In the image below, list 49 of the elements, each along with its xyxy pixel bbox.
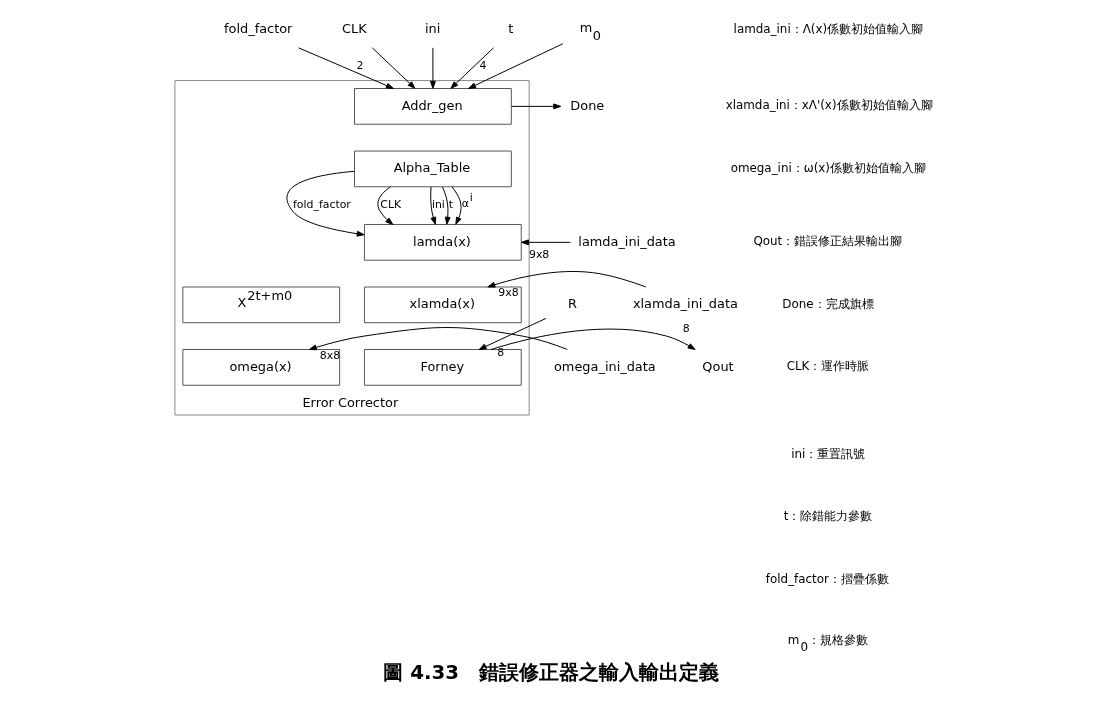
node-text: Done bbox=[570, 97, 605, 113]
node-text: fold_factor bbox=[224, 21, 293, 37]
edge-label: 9x8 bbox=[528, 247, 550, 261]
edge-label: t bbox=[448, 198, 454, 212]
node-text: Qout bbox=[702, 358, 734, 374]
caption: 圖 4.33 錯誤修正器之輸入輸出定義 bbox=[383, 660, 720, 684]
edge-label: CLK bbox=[380, 198, 402, 212]
label: ini：重置訊號 bbox=[791, 446, 866, 461]
edge-label: 9x8 bbox=[498, 286, 519, 300]
edge-label: 4 bbox=[479, 59, 487, 73]
node-box: Addr_gen bbox=[354, 88, 512, 125]
label: fold_factor：摺疊係數 bbox=[765, 571, 889, 586]
label: t：除錯能力參數 bbox=[783, 509, 873, 524]
label: lamda_ini：Λ(x)係數初始值輸入腳 bbox=[733, 22, 924, 37]
arrow bbox=[442, 186, 451, 225]
arrow bbox=[490, 328, 696, 350]
edge-label: 8 bbox=[497, 346, 505, 360]
label: omega_ini：ω(x)係數初始值輸入腳 bbox=[730, 160, 926, 175]
label: Done：完成旗標 bbox=[782, 296, 874, 311]
arrow bbox=[487, 271, 647, 288]
arrow bbox=[478, 317, 547, 350]
node-text: omega_ini_data bbox=[553, 358, 656, 374]
arrow bbox=[430, 47, 436, 89]
arrow bbox=[371, 47, 416, 89]
label: CLK：運作時脈 bbox=[786, 359, 870, 374]
label: xlamda_ini：xΛ'(x)係數初始值輸入腳 bbox=[725, 98, 933, 113]
node-text: R bbox=[567, 296, 577, 312]
node-text: xlamda_ini_data bbox=[632, 296, 738, 312]
node-box: lamda(x) bbox=[363, 223, 522, 261]
node-text: t bbox=[508, 21, 514, 37]
arrow bbox=[377, 186, 394, 225]
arrow bbox=[298, 47, 394, 89]
arrow bbox=[468, 43, 564, 89]
label: Qout：錯誤修正結果輸出腳 bbox=[753, 234, 903, 249]
edge-label: ini bbox=[431, 198, 445, 212]
node-box: Alpha_Table bbox=[354, 150, 512, 188]
arrow bbox=[286, 170, 365, 237]
arrow bbox=[430, 186, 437, 225]
arrow bbox=[521, 239, 571, 246]
edge-label: 2 bbox=[356, 59, 364, 73]
node-text: ini bbox=[424, 21, 441, 37]
arrow bbox=[450, 47, 494, 89]
node-text: lamda_ini_data bbox=[578, 233, 676, 249]
arrow bbox=[451, 186, 462, 225]
node-text: CLK bbox=[342, 21, 367, 37]
arrow bbox=[511, 103, 562, 110]
edge-label: 8 bbox=[682, 322, 690, 336]
arrow bbox=[308, 327, 568, 351]
edge-label: fold_factor bbox=[293, 198, 351, 212]
